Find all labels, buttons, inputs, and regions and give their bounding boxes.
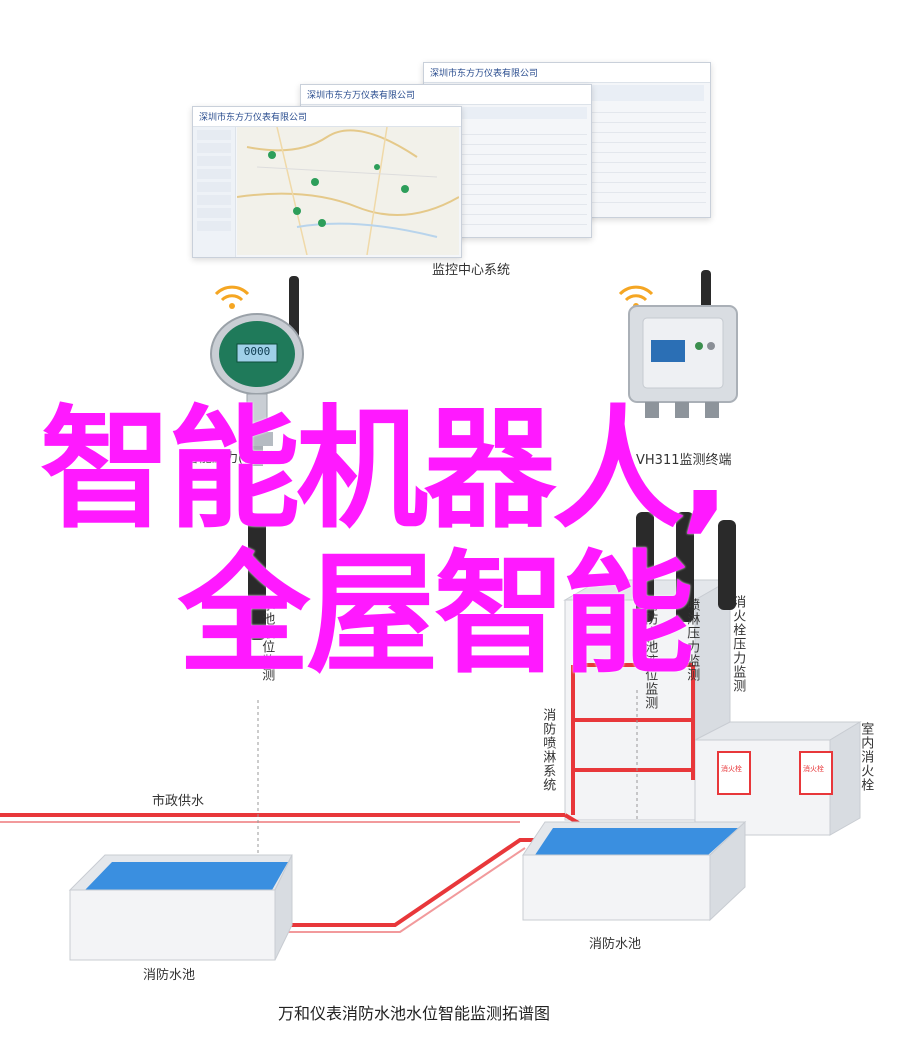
monitoring-terminal: [628, 270, 738, 418]
hydrant-pressure-sensor-label: 消火栓压力监测: [730, 595, 746, 693]
municipal-water-label: 市政供水: [152, 794, 205, 809]
footer-title: 万和仪表消防水池水位智能监测拓谱图: [278, 1004, 551, 1023]
spray-pressure-sensor-label: 喷淋压力监测: [684, 598, 700, 682]
screen-mid-title: 深圳市东方万仪表有限公司: [301, 85, 591, 105]
pressure-transmitter: [210, 276, 304, 466]
overlay-line-2: 全屋智能: [178, 538, 694, 692]
right-device-label: VH311监测终端: [636, 453, 732, 468]
wifi-icon: [214, 285, 250, 309]
left-device-label: 智能压力(位)送器: [186, 451, 288, 466]
left-pool-label: 消防水池: [143, 968, 196, 983]
hydrant-box-label: 消火栓: [803, 765, 824, 773]
lcd-readout: 0000: [243, 345, 271, 358]
right-pool-label: 消防水池: [589, 937, 642, 952]
hydrant-box-label: 消火栓: [721, 765, 742, 773]
overlay-line-1: 智能机器人,: [40, 393, 730, 547]
map-view[interactable]: [237, 127, 459, 255]
tank-level-sensor-label: 消防水池液位监测: [642, 598, 658, 710]
sprinkler-system-label: 消防喷淋系统: [540, 708, 556, 792]
monitor-screen-front: 深圳市东方万仪表有限公司: [192, 106, 462, 258]
monitor-caption: 监控中心系统: [432, 263, 511, 278]
screen-back-title: 深圳市东方万仪表有限公司: [424, 63, 710, 83]
indoor-hydrant-label: 室内消火栓: [858, 722, 874, 792]
screen-front-title: 深圳市东方万仪表有限公司: [193, 107, 461, 127]
pool-level-sensor-label: 水池液位监测: [259, 598, 275, 682]
